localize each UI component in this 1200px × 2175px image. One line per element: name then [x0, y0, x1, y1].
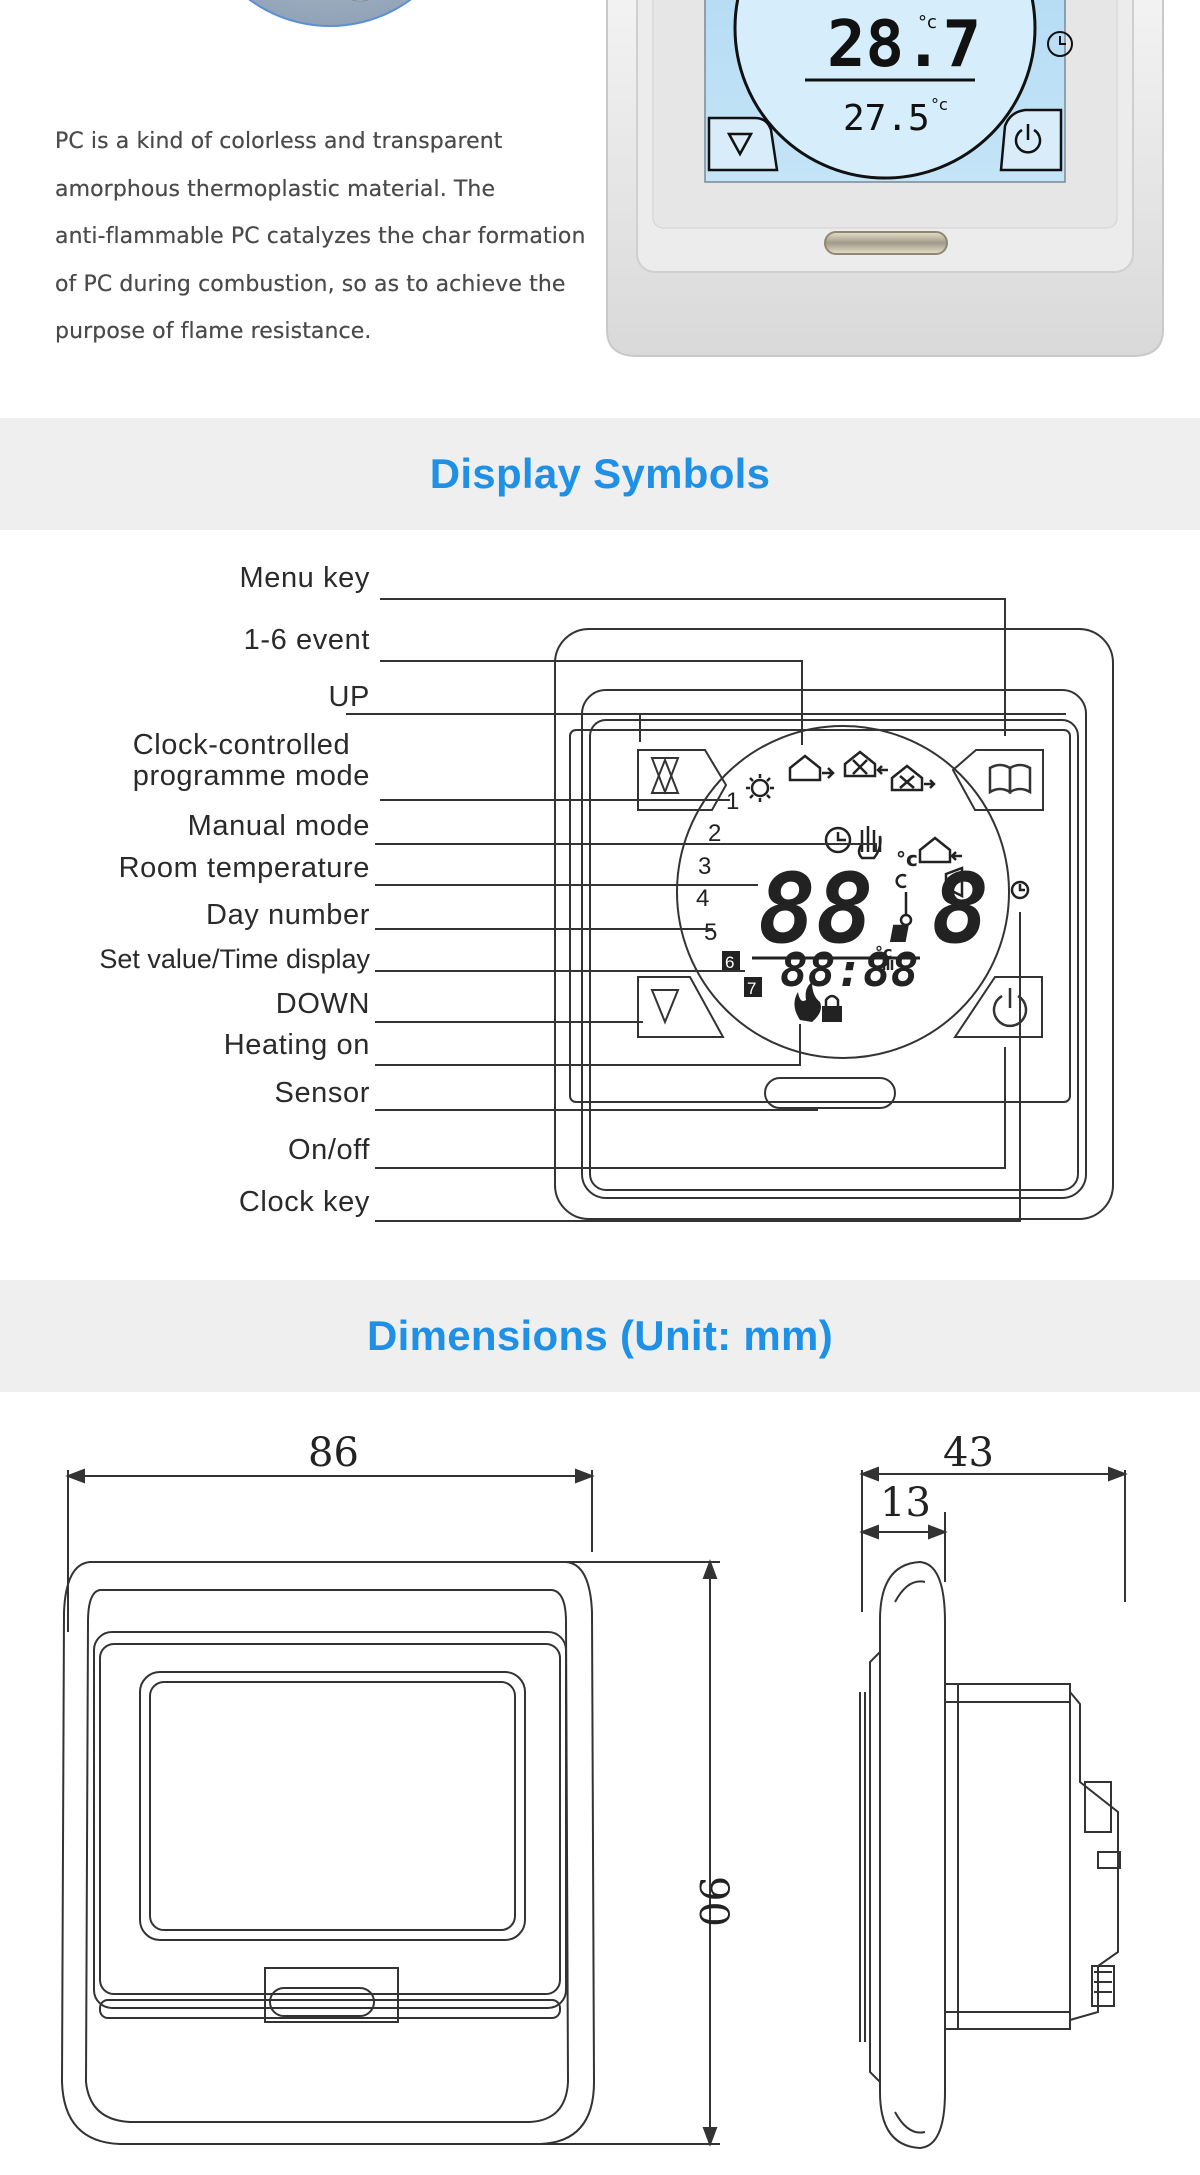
label-up: UP	[328, 681, 370, 713]
display-symbols-title: Display Symbols	[429, 450, 771, 497]
photo-room-temp: 28.7	[827, 8, 981, 82]
home-event-icon	[788, 754, 822, 782]
photo-set-unit: °c	[931, 95, 948, 114]
lcd-main-unit: °c	[896, 847, 918, 871]
label-clock-mode: Clock-controlled programme mode	[133, 730, 370, 792]
label-clock-mode-line1: Clock-controlled	[132, 729, 351, 761]
label-clock-key: Clock key	[238, 1186, 370, 1218]
photo-set-temp: 27.5	[843, 98, 930, 139]
label-menu-key: Menu key	[239, 562, 370, 594]
clock-key-icon	[1010, 880, 1030, 900]
manual-mode-icon	[857, 826, 882, 860]
material-description: PC is a kind of colorless and transparen…	[55, 129, 586, 344]
label-sensor: Sensor	[274, 1077, 370, 1109]
pc-pellets-image	[195, 0, 465, 27]
dimensions-svg: 86 90 43 13	[60, 1430, 1128, 2150]
label-down: DOWN	[275, 988, 370, 1020]
label-day-number: Day number	[206, 899, 370, 931]
display-symbols-diagram: 88.8 88:88 °c °c 1 2 3 4 5 6 7	[0, 530, 1200, 1280]
thermostat-photo: 28.7 °c 27.5 °c	[606, 0, 1164, 357]
thermostat-line-drawing: 88.8 88:88 °c °c 1 2 3 4 5 6 7	[346, 598, 1114, 1222]
day-number-3: 3	[698, 853, 711, 880]
day-number-4: 4	[696, 885, 709, 912]
home-return-icon	[918, 836, 952, 864]
label-on-off: On/off	[287, 1134, 370, 1166]
sun-icon	[750, 778, 770, 798]
label-room-temperature: Room temperature	[118, 852, 370, 884]
label-clock-mode-line2: programme mode	[132, 760, 370, 792]
label-event: 1-6 event	[243, 624, 370, 656]
dim-width: 86	[308, 1430, 359, 1476]
day-number-6: 6	[725, 953, 734, 972]
dim-front-depth: 13	[880, 1480, 931, 1526]
material-section: PC is a kind of colorless and transparen…	[0, 0, 1200, 418]
heating-flame-icon	[794, 982, 821, 1022]
clock-mode-icon	[824, 826, 852, 854]
dim-depth: 43	[943, 1430, 994, 1476]
label-manual-mode: Manual mode	[187, 810, 370, 842]
day-number-2: 2	[708, 820, 721, 847]
dim-height: 90	[690, 1876, 736, 1927]
day-number-5: 5	[704, 919, 717, 946]
display-symbols-header: Display Symbols	[0, 418, 1200, 530]
small-hand-icon	[882, 956, 894, 970]
lcd-time-digits: 88:88	[780, 943, 918, 997]
window-icon	[944, 866, 964, 899]
day-number-1: 1	[726, 788, 739, 815]
away-event-icon	[843, 750, 877, 778]
label-set-value: Set value/Time display	[99, 944, 370, 974]
dimensions-title: Dimensions (Unit: mm)	[367, 1312, 833, 1359]
photo-temp-unit: °c	[918, 12, 937, 33]
day-number-7: 7	[747, 979, 756, 998]
label-heating-on: Heating on	[223, 1029, 370, 1061]
dimensions-header: Dimensions (Unit: mm)	[0, 1280, 1200, 1392]
dimensions-drawing: 86 90 43 13	[0, 1392, 1200, 2175]
return-event-icon	[890, 764, 924, 792]
lock-icon	[822, 1006, 842, 1022]
